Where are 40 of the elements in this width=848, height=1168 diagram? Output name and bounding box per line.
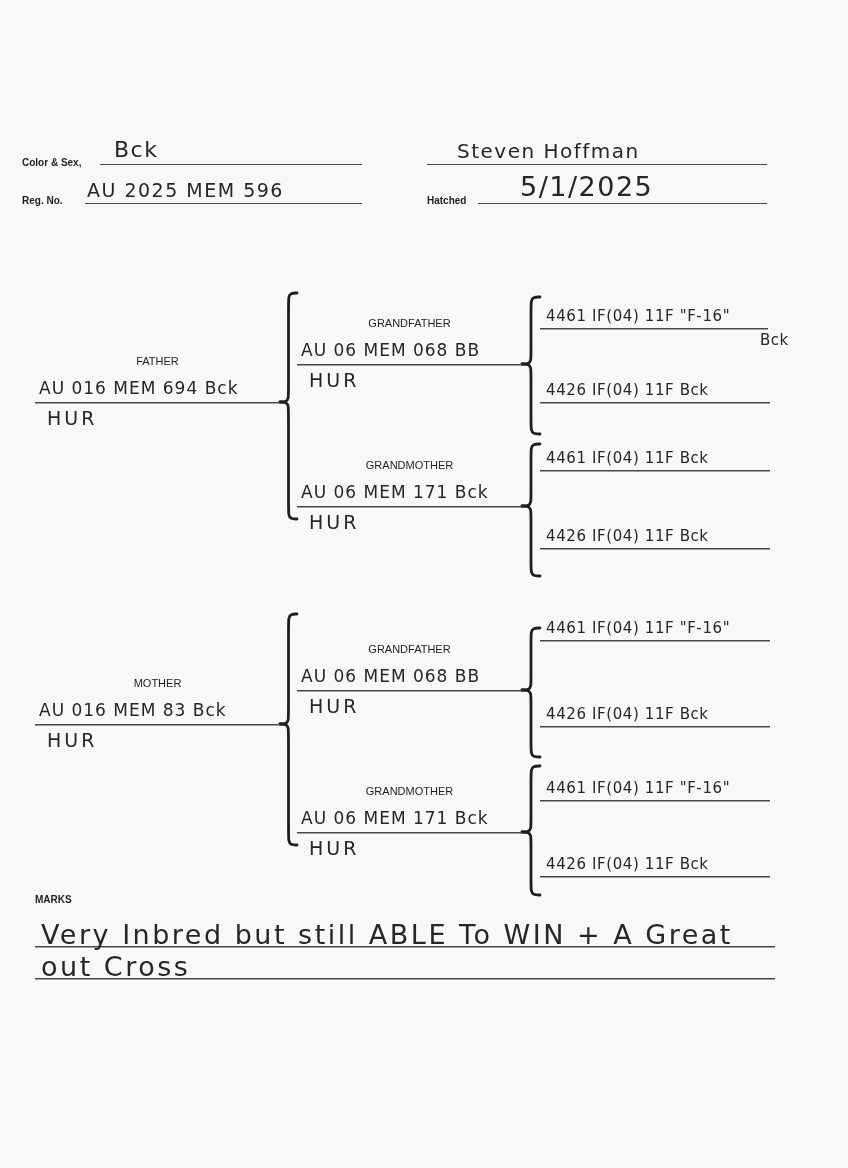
handwritten-entry: AU 06 MEM 171 Bck [301, 807, 489, 829]
handwritten-entry: 4461 IF(04) 11F Bck [546, 448, 709, 468]
fill-in-line: Steven Hoffman [427, 136, 767, 165]
handwritten-entry: 4426 IF(04) 11F Bck [546, 380, 709, 400]
handwritten-note: HUR [47, 729, 98, 751]
handwritten-entry: 4461 IF(04) 11F "F-16" [546, 306, 731, 326]
handwritten-note: HUR [309, 369, 360, 391]
handwritten-entry: 4461 IF(04) 11F "F-16" [546, 618, 731, 638]
handwritten-note: Bck [760, 331, 789, 349]
handwritten-note: HUR [309, 695, 360, 717]
handwritten-entry: AU 06 MEM 171 Bck [301, 481, 489, 503]
handwritten-note: HUR [47, 407, 98, 429]
fill-in-line: AU 2025 MEM 596 [85, 175, 362, 204]
brace-connector [520, 362, 542, 436]
handwritten-entry: AU 06 MEM 068 BB [301, 665, 481, 687]
brace-connector [278, 722, 299, 847]
handwritten-entry: AU 016 MEM 694 Bck [39, 377, 239, 399]
handwritten-note: HUR [309, 837, 360, 859]
field-label: GRANDMOTHER [365, 459, 454, 472]
brace-connector [278, 400, 299, 521]
handwritten-entry: 4426 IF(04) 11F Bck [546, 854, 709, 874]
field-label: MOTHER [133, 677, 182, 690]
field-label: GRANDMOTHER [365, 785, 454, 798]
handwritten-note: HUR [309, 511, 360, 533]
field-label: Hatched [427, 195, 467, 207]
field-label: FATHER [136, 355, 179, 368]
brace-connector [520, 830, 542, 897]
brace-connector [520, 688, 542, 759]
field-label: GRANDFATHER [368, 317, 451, 330]
handwritten-entry: AU 06 MEM 068 BB [301, 339, 481, 361]
field-label: Color & Sex, [22, 157, 82, 169]
field-label: GRANDFATHER [368, 643, 451, 656]
fill-in-line: Bck [100, 135, 362, 165]
handwritten-entry: 4461 IF(04) 11F "F-16" [546, 778, 731, 798]
field-label: Reg. No. [22, 195, 63, 207]
handwritten-entry: 4426 IF(04) 11F Bck [546, 704, 709, 724]
handwritten-entry: AU 016 MEM 83 Bck [39, 699, 227, 721]
fill-in-line: 5/1/2025 [478, 170, 767, 204]
field-label: MARKS [35, 894, 72, 906]
handwritten-entry: 4426 IF(04) 11F Bck [546, 526, 709, 546]
